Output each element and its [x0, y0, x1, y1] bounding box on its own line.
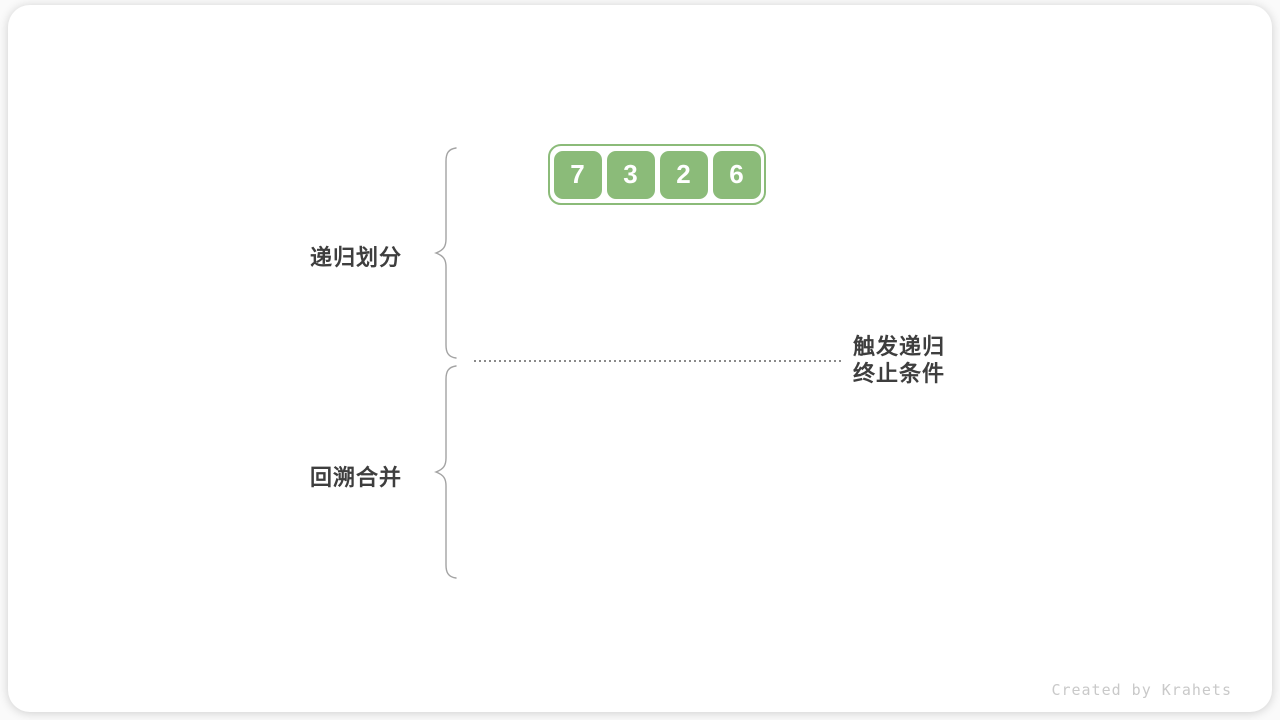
array-cell: 2: [659, 150, 708, 199]
dotted-divider-line: [474, 360, 842, 362]
curly-brace-icon: [434, 147, 457, 359]
curly-brace-icon: [434, 365, 457, 579]
watermark-credit: Created by Krahets: [1051, 681, 1232, 699]
array-cell: 6: [712, 150, 761, 199]
annotation-line-2: 终止条件: [853, 361, 946, 386]
annotation-termination-condition: 触发递归 终止条件: [853, 333, 945, 387]
array-cell: 7: [553, 150, 602, 199]
brace-merge: [432, 365, 458, 579]
array-cell: 3: [606, 150, 655, 199]
brace-divide: [432, 147, 458, 359]
annotation-line-1: 触发递归: [853, 334, 946, 359]
label-backtrack-merge: 回溯合并: [310, 465, 403, 490]
label-recursive-divide: 递归划分: [310, 245, 403, 270]
